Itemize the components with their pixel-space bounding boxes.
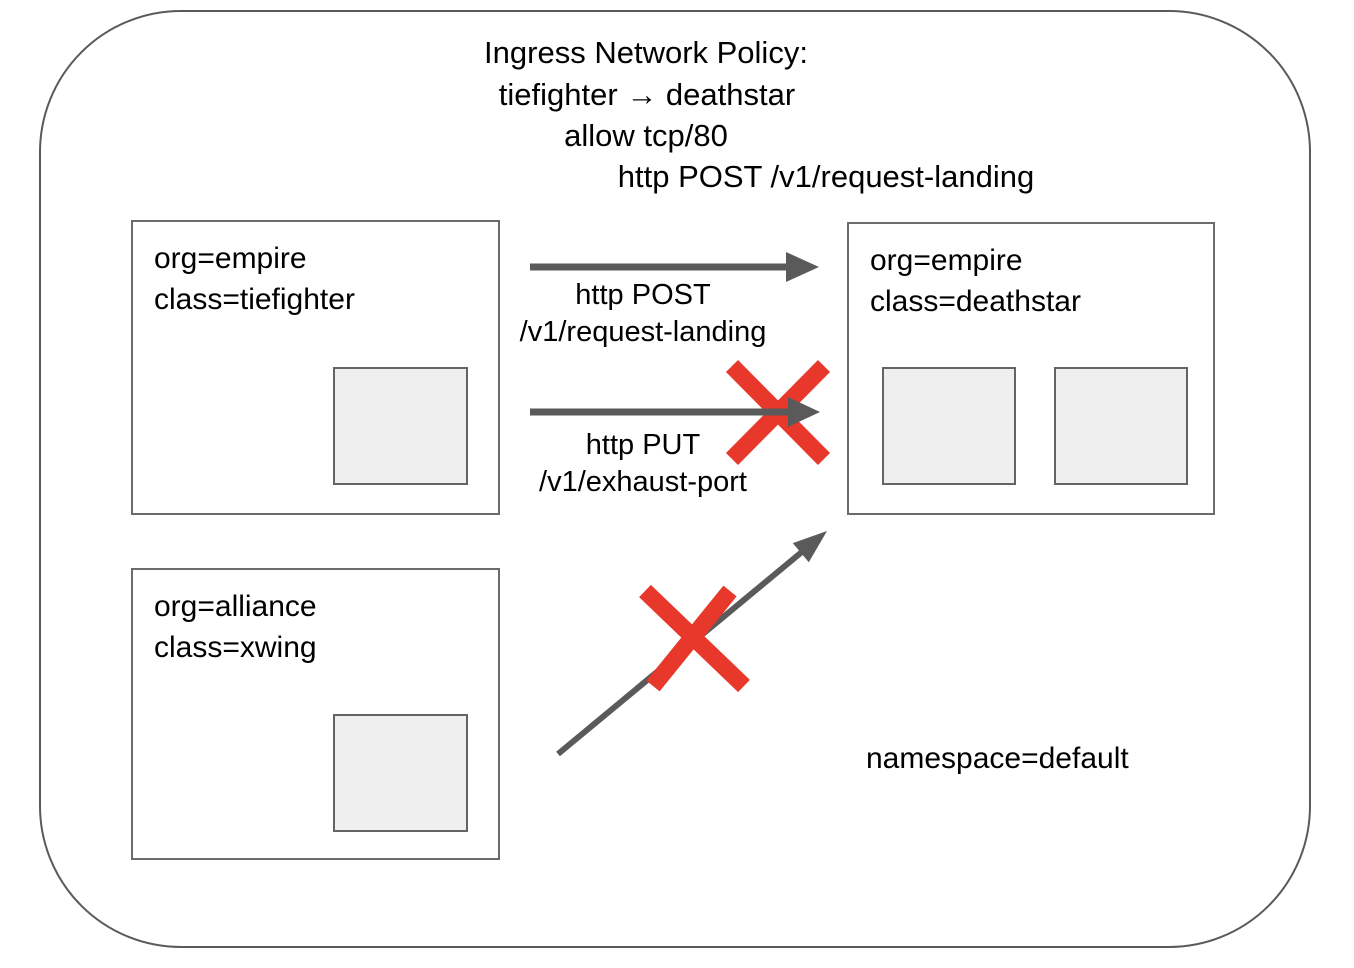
pod-square bbox=[333, 367, 468, 485]
pod-square bbox=[333, 714, 468, 832]
node-tiefighter: org=empire class=tiefighter bbox=[131, 220, 500, 515]
node-xwing-labels: org=alliance class=xwing bbox=[154, 586, 317, 668]
policy-title-line-4: http POST /v1/request-landing bbox=[617, 159, 1035, 194]
cluster-boundary bbox=[39, 10, 1311, 948]
node-xwing: org=alliance class=xwing bbox=[131, 568, 500, 860]
edge-label-line: /v1/exhaust-port bbox=[539, 466, 747, 498]
edge-label-line: /v1/request-landing bbox=[519, 316, 767, 348]
pod-square bbox=[1054, 367, 1188, 485]
node-org-label: org=empire bbox=[154, 242, 307, 275]
node-org-label: org=alliance bbox=[154, 590, 317, 623]
node-tiefighter-labels: org=empire class=tiefighter bbox=[154, 238, 355, 320]
node-deathstar: org=empire class=deathstar bbox=[847, 222, 1215, 515]
node-org-label: org=empire bbox=[870, 244, 1023, 277]
edge-label-line: http PUT bbox=[585, 429, 701, 461]
namespace-label: namespace=default bbox=[866, 742, 1129, 775]
edge-label-line: http POST bbox=[575, 279, 711, 311]
node-class-label: class=xwing bbox=[154, 631, 317, 664]
node-class-label: class=tiefighter bbox=[154, 283, 355, 316]
node-class-label: class=deathstar bbox=[870, 285, 1081, 318]
policy-title-line-1: Ingress Network Policy: bbox=[484, 35, 808, 70]
edge-label-http-post: http POST /v1/request-landing bbox=[520, 277, 767, 351]
edge-label-http-put: http PUT /v1/exhaust-port bbox=[539, 427, 747, 501]
pod-square bbox=[882, 367, 1016, 485]
node-deathstar-labels: org=empire class=deathstar bbox=[870, 240, 1081, 322]
policy-title-line-3: allow tcp/80 bbox=[564, 118, 728, 153]
policy-title-line-2: tiefighter → deathstar bbox=[498, 77, 796, 112]
